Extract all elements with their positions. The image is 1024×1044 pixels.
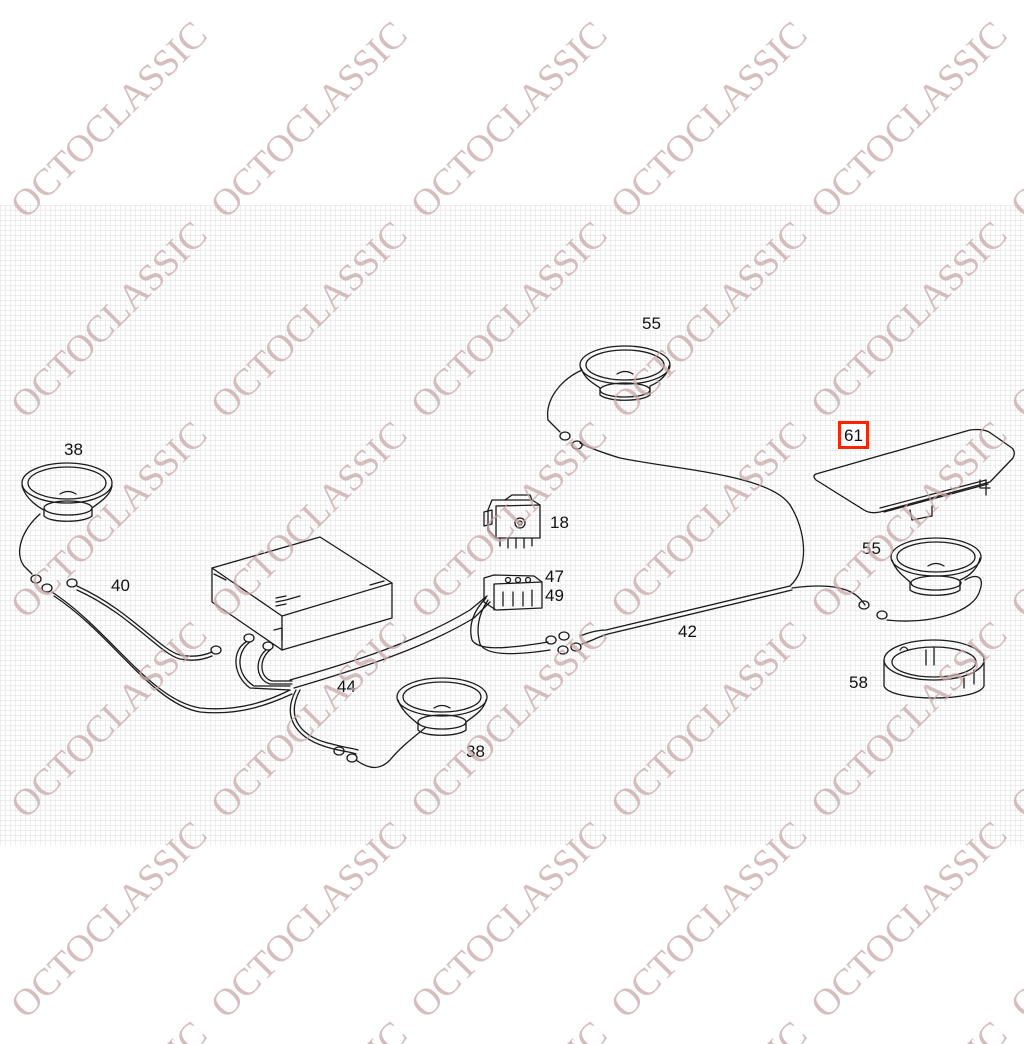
connector-plugs-left xyxy=(30,574,78,593)
mounting-ring-58[interactable] xyxy=(883,639,985,699)
speaker-38-left[interactable] xyxy=(21,462,113,522)
harness-40[interactable] xyxy=(51,585,293,714)
callout-42[interactable]: 42 xyxy=(678,622,697,641)
callout-58[interactable]: 58 xyxy=(849,673,868,692)
diagram-panel xyxy=(0,205,1024,845)
callout-61-highlighted[interactable]: 61 xyxy=(838,421,869,449)
callout-49[interactable]: 49 xyxy=(545,586,564,605)
speaker-38-bottom[interactable] xyxy=(396,677,488,736)
connector-47-49[interactable] xyxy=(483,574,543,611)
callout-47[interactable]: 47 xyxy=(545,567,564,586)
speaker-55-right[interactable] xyxy=(890,537,982,596)
speaker-55-top-lead xyxy=(547,369,583,433)
amp-lead-connectors xyxy=(235,633,293,691)
callout-38-bottom[interactable]: 38 xyxy=(466,742,485,761)
speaker-38-left-lead xyxy=(19,513,41,575)
callout-55-right[interactable]: 55 xyxy=(862,539,881,558)
speaker-38-bottom-lead xyxy=(355,727,426,769)
callout-40[interactable]: 40 xyxy=(111,576,130,595)
speaker-55-top[interactable] xyxy=(579,345,671,401)
callout-18[interactable]: 18 xyxy=(550,513,569,532)
callout-55-top[interactable]: 55 xyxy=(642,314,661,333)
amplifier-unit[interactable] xyxy=(211,536,393,651)
connector-plugs-top xyxy=(559,431,888,620)
connector-plugs-bottom xyxy=(333,746,358,763)
connector-47-lead-b xyxy=(477,599,551,655)
harness-42[interactable] xyxy=(579,442,866,645)
connector-47-lead-a xyxy=(470,597,549,649)
callout-44[interactable]: 44 xyxy=(337,677,356,696)
callout-38-left[interactable]: 38 xyxy=(64,440,83,459)
connector-plugs-center xyxy=(545,631,582,655)
harness-44[interactable] xyxy=(289,595,491,755)
speaker-55-right-lead xyxy=(886,575,982,622)
speaker-cover-panel-61[interactable] xyxy=(813,428,1015,521)
switch-module-18[interactable] xyxy=(483,494,541,549)
